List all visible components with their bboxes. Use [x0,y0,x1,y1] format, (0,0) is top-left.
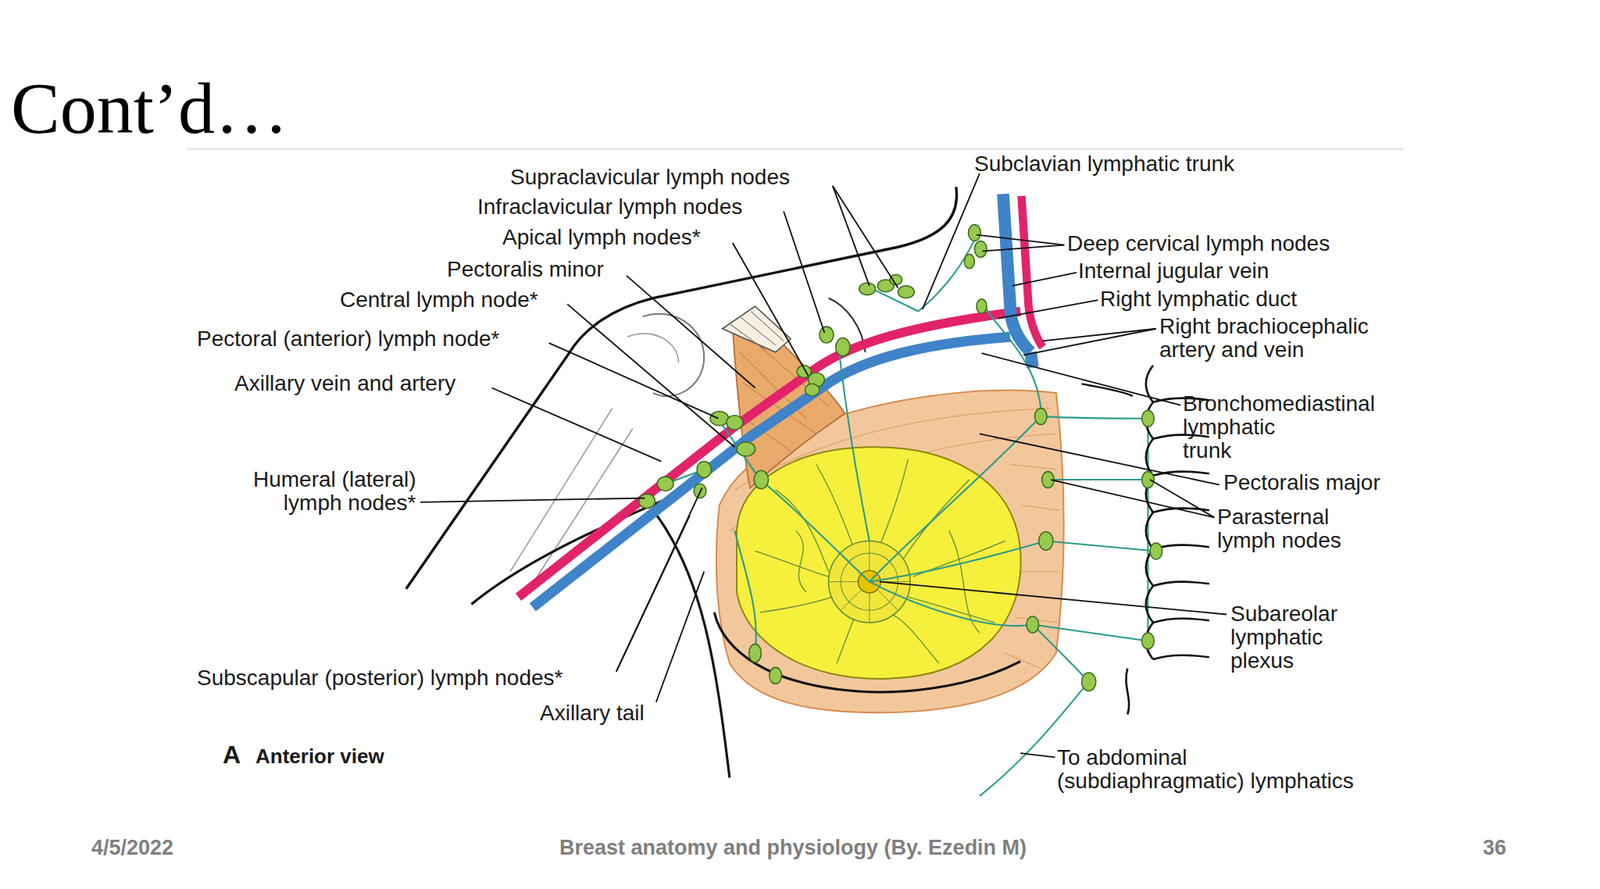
view-caption: Anterior view [255,744,385,768]
slide-title: Cont’d… [10,68,289,147]
label-line: lymphatic [1182,415,1375,440]
anatomy-label: Pectoral (anterior) lymph node* [196,327,500,351]
label-line: artery and vein [1159,338,1369,362]
anatomy-label: Pectoralis minor [446,257,604,282]
footer-text: 36 [1482,835,1507,860]
label-line: Humeral (lateral) [253,467,417,492]
label-line: To abdominal [1057,746,1354,770]
anatomy-label: Right brachiocephalic artery and vein [1159,314,1369,362]
anatomy-label: Subclavian lymphatic trunk [974,152,1235,176]
label-line: Bronchomediastinal [1182,392,1375,416]
label-line: plexus [1230,649,1338,673]
anatomy-label: Infraclavicular lymph nodes [477,195,743,219]
anatomy-label: Central lymph node* [339,288,539,312]
label-line: Subareolar [1230,602,1338,626]
anatomy-label: To abdominal (subdiaphragmatic) lymphati… [1057,746,1354,793]
anatomy-label: Subareolar lymphatic plexus [1230,602,1338,673]
label-line: lymph nodes [1217,528,1342,553]
anatomy-label: Axillary vein and artery [234,371,456,396]
anatomy-label: Right lymphatic duct [1100,287,1297,311]
anatomy-label: Apical lymph nodes* [502,225,701,250]
anatomy-label: Internal jugular vein [1078,259,1269,283]
label-line: lymphatic [1230,625,1338,650]
anatomy-label: Supraclavicular lymph nodes [510,165,790,190]
footer-text: 4/5/2022 [91,835,174,860]
anatomy-label: Deep cervical lymph nodes [1067,232,1330,256]
anatomy-label: Bronchomediastinal lymphatic trunk [1182,392,1375,463]
anatomy-label: Humeral (lateral) lymph nodes* [253,467,417,515]
anatomy-label: Axillary tail [539,701,645,725]
label-line: (subdiaphragmatic) lymphatics [1057,769,1354,793]
footer-text: Breast anatomy and physiology (By. Ezedi… [559,835,1027,860]
anatomy-label: Parasternal lymph nodes [1217,505,1342,553]
anatomy-label: Subscapular (posterior) lymph nodes* [196,666,563,690]
anatomy-label: Pectoralis major [1223,471,1381,495]
label-line: trunk [1182,439,1375,463]
label-line: Parasternal [1217,505,1342,529]
label-line: Right brachiocephalic [1159,314,1369,339]
label-line: lymph nodes* [253,491,417,515]
figure-letter: A [222,742,241,767]
